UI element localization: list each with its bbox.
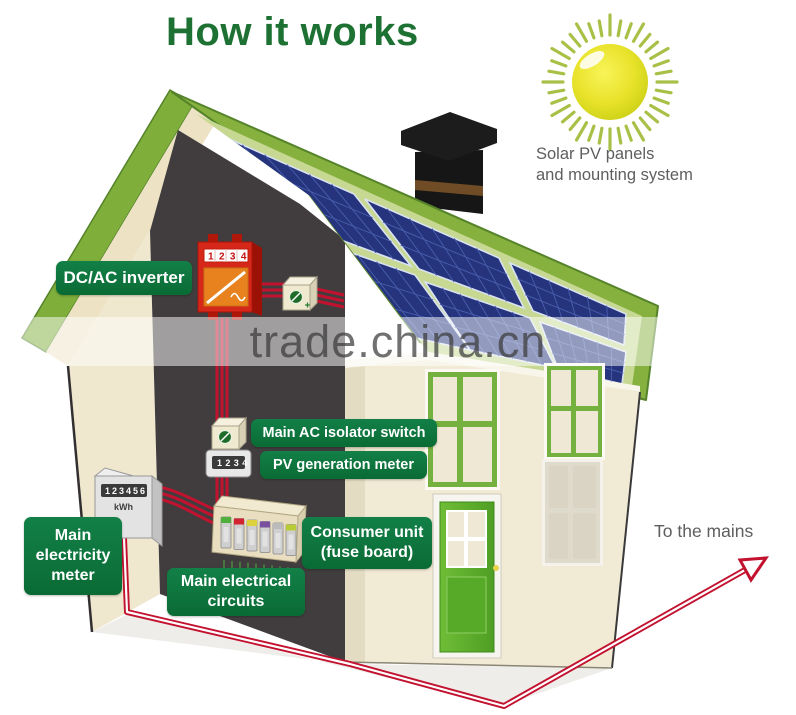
label-dc-ac-inverter: DC/AC inverter xyxy=(56,261,192,295)
sun-body xyxy=(572,44,648,120)
sun-highlight xyxy=(579,51,605,69)
window-upper-left xyxy=(425,369,500,490)
ac-isolator-box xyxy=(210,416,248,451)
consumer-unit xyxy=(211,495,307,591)
label-main-ac-isolator-switch: Main AC isolator switch xyxy=(251,419,437,447)
sun-caption: Solar PV panels and mounting system xyxy=(536,144,693,186)
front-door xyxy=(432,493,502,659)
door-knob xyxy=(493,565,499,571)
main-meter-display-digits: 123456 xyxy=(105,486,147,496)
main-meter-display xyxy=(101,484,147,497)
sine-wave-icon xyxy=(230,292,246,302)
window-upper-right xyxy=(544,363,605,460)
label-consumer-unit: Consumer unit (fuse board) xyxy=(302,517,432,569)
fuse-modules xyxy=(220,516,297,556)
pv-generation-meter: 1234 xyxy=(205,449,252,478)
arrow-head-icon xyxy=(737,556,769,583)
pv-meter-display-digits: 1234 xyxy=(217,458,251,468)
page-title: How it works xyxy=(166,10,419,54)
chimney xyxy=(401,112,497,214)
sun-rays-icon xyxy=(541,13,679,151)
pv-meter-display xyxy=(212,456,245,469)
sun-caption-line1: Solar PV panels xyxy=(536,145,655,163)
mains-wire xyxy=(121,537,769,709)
sun-caption-line2: and mounting system xyxy=(536,166,693,184)
inverter: 1234 xyxy=(197,234,262,320)
window-lower-right xyxy=(542,459,603,566)
watermark-text: trade.china.cn xyxy=(249,315,547,367)
sun xyxy=(541,13,679,151)
dc-isolator-box xyxy=(281,275,319,312)
label-pv-generation-meter: PV generation meter xyxy=(260,451,427,479)
to-the-mains-label: To the mains xyxy=(654,521,754,541)
watermark-band: trade.china.cn xyxy=(0,315,796,367)
label-main-electrical-circuits: Main electrical circuits xyxy=(167,568,305,616)
inverter-display-digits: 1234 xyxy=(208,252,252,263)
main-meter-unit: kWh xyxy=(114,502,133,512)
label-main-electricity-meter: Main electricity meter xyxy=(24,517,122,595)
ground-shadow xyxy=(92,614,612,706)
